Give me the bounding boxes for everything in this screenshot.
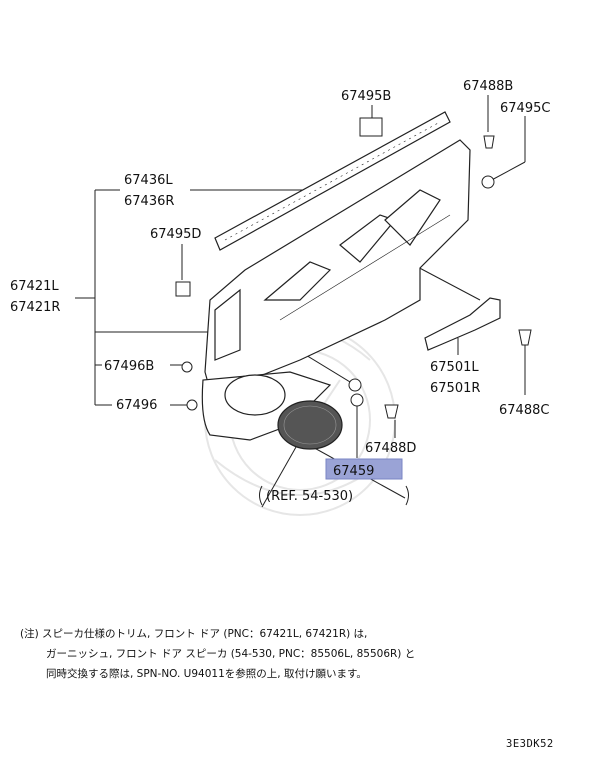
- label-67495d: 67495D: [150, 227, 201, 242]
- door-trim-panel: [201, 139, 471, 441]
- clip-67496: [186, 399, 198, 411]
- speaker-grille: [277, 400, 343, 450]
- armrest: [424, 297, 501, 351]
- label-67488b: 67488B: [463, 79, 513, 94]
- label-67459: 67459: [333, 464, 374, 479]
- screw-67488d: [384, 404, 399, 419]
- fasteners: [175, 117, 532, 419]
- clip-67459: [348, 378, 362, 392]
- label-67488d: 67488D: [365, 441, 416, 456]
- label-67501l: 67501L: [430, 360, 479, 375]
- clip-67495b: [359, 117, 383, 137]
- footnote: (注) スピーカ仕様のトリム, フロント ドア (PNC：67421L, 674…: [20, 624, 595, 684]
- clip-67495d: [175, 281, 191, 297]
- label-67436l: 67436L: [124, 173, 173, 188]
- clip-67495c: [481, 175, 495, 189]
- footnote-line-3: 同時交換する際は, SPN-NO. U94011を参照の上, 取付け願います。: [46, 668, 367, 680]
- label-ref: (REF. 54-530): [266, 489, 353, 504]
- label-67501r: 67501R: [430, 381, 480, 396]
- label-67496: 67496: [116, 398, 157, 413]
- clip-67496b: [181, 361, 193, 373]
- label-67495b: 67495B: [341, 89, 391, 104]
- diagram-code: 3E3DK52: [506, 738, 554, 750]
- footnote-line-2: ガーニッシュ, フロント ドア スピーカ (54-530, PNC：85506L…: [46, 648, 416, 660]
- door-trim-weatherstrip: [214, 111, 451, 251]
- label-67421r: 67421R: [10, 300, 60, 315]
- footnote-line-1: (注) スピーカ仕様のトリム, フロント ドア (PNC：67421L, 674…: [20, 628, 368, 640]
- screw-67488b: [483, 135, 495, 149]
- highlight-box: [325, 458, 403, 480]
- label-67436r: 67436R: [124, 194, 174, 209]
- label-67421l: 67421L: [10, 279, 59, 294]
- label-67496b: 67496B: [104, 359, 154, 374]
- ref-bracket: [259, 485, 409, 506]
- leader-lines: [75, 95, 526, 508]
- label-67495c: 67495C: [500, 101, 550, 116]
- screw-67488c: [518, 329, 532, 346]
- label-67488c: 67488C: [499, 403, 549, 418]
